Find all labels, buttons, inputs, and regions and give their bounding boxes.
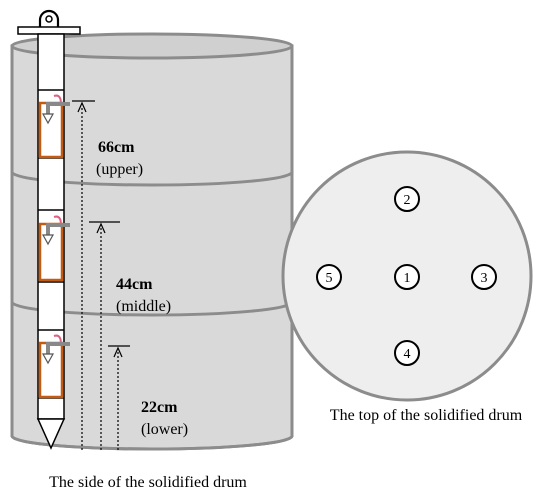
height-labels: 66cm (upper) 44cm (middle) 22cm (lower)	[96, 139, 188, 438]
drum-bottom-rim	[10, 435, 294, 451]
position-label-2: 2	[404, 193, 411, 208]
height-value-upper: 66cm	[98, 139, 135, 156]
sampling-position-2: 2	[394, 186, 420, 212]
height-label-upper: (upper)	[96, 161, 143, 178]
drum-hoop-lower	[10, 301, 294, 317]
sampling-chamber-middle	[38, 215, 70, 282]
sampling-position-1: 1	[394, 264, 420, 290]
sampling-chamber-lower	[38, 334, 70, 399]
height-label-middle: (middle)	[116, 298, 171, 315]
height-value-lower: 22cm	[141, 399, 178, 416]
sampling-chamber-upper	[38, 94, 70, 159]
drum-top-rim	[10, 32, 294, 60]
position-label-4: 4	[404, 347, 411, 362]
height-markers	[72, 100, 130, 450]
position-label-5: 5	[326, 271, 333, 286]
top-view-caption: The top of the solidified drum	[330, 407, 523, 424]
side-view-caption: The side of the solidified drum	[49, 474, 247, 491]
sampler-handle-bar	[17, 26, 81, 35]
drum-top-view: 1 2 3 4 5	[281, 150, 533, 402]
position-label-1: 1	[404, 271, 411, 286]
sampling-position-4: 4	[394, 340, 420, 366]
sampler-tip	[36, 418, 66, 450]
drum-hoop-upper	[10, 171, 294, 187]
height-label-lower: (lower)	[141, 421, 188, 438]
position-label-3: 3	[481, 271, 488, 286]
sampling-position-3: 3	[471, 264, 497, 290]
core-sampler	[17, 9, 81, 450]
sampling-position-5: 5	[316, 264, 342, 290]
height-value-middle: 44cm	[116, 276, 153, 293]
sampler-handle-ring	[38, 9, 60, 27]
